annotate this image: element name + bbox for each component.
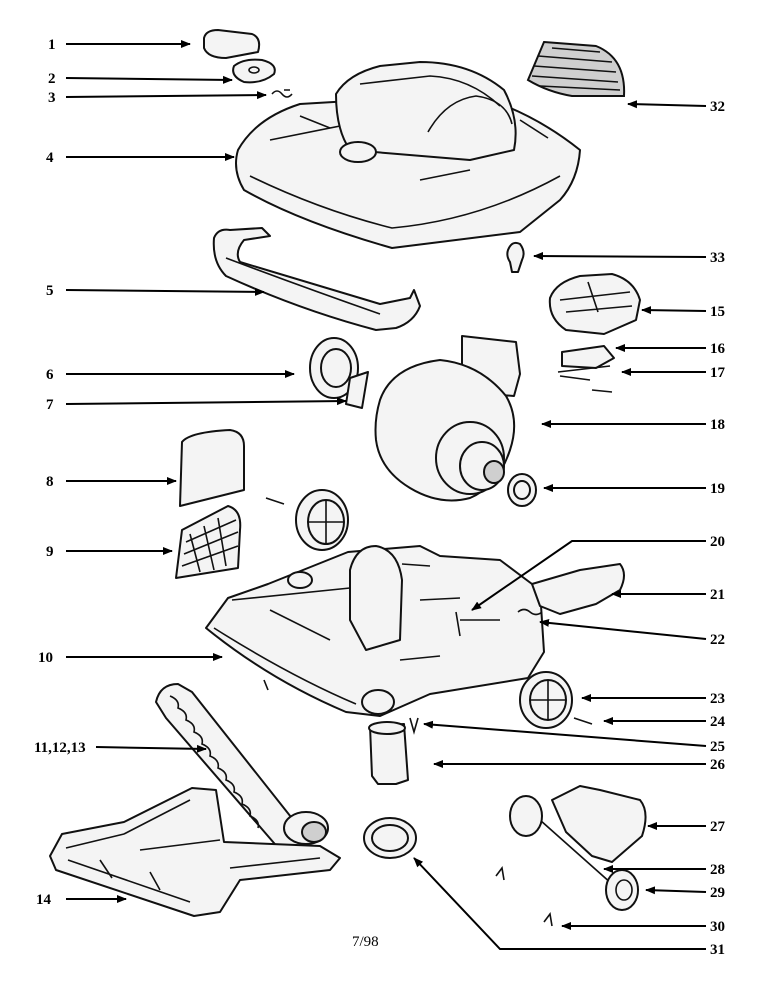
callout-4: 4 (46, 150, 54, 166)
callout-labels: 1 2 3 4 5 6 7 8 9 10 11,12,13 14 15 16 1… (34, 37, 726, 958)
part-10-base (205, 545, 545, 717)
part-27-28-29-axle (509, 785, 647, 911)
callout-29: 29 (710, 885, 725, 901)
footer-date: 7/98 (352, 934, 379, 950)
callout-31: 31 (710, 942, 725, 958)
callout-21: 21 (710, 587, 725, 603)
part-25-26-agitator-parts (368, 717, 419, 785)
part-2-disc (232, 58, 276, 84)
part-14-base-plate (49, 787, 341, 917)
callout-22: 22 (710, 632, 725, 648)
part-21-pedal (455, 563, 625, 637)
callout-28: 28 (710, 862, 725, 878)
callout-27: 27 (710, 819, 726, 835)
callout-20: 20 (710, 534, 725, 550)
part-33-bulb (506, 241, 525, 273)
part-pins (265, 497, 593, 725)
part-wheel-left (295, 489, 349, 551)
part-30-clip (495, 866, 553, 927)
part-8-filter-pad (179, 429, 245, 507)
part-16-17-bracket (557, 345, 615, 393)
callout-30: 30 (710, 919, 725, 935)
part-32-grille (526, 40, 626, 97)
callout-7: 7 (46, 397, 54, 413)
callout-6: 6 (46, 367, 54, 383)
callout-32: 32 (710, 99, 725, 115)
part-23-rear-wheel (519, 671, 573, 729)
callout-16: 16 (710, 341, 726, 357)
part-7-small-filter (345, 371, 369, 409)
part-4-top-housing (235, 61, 581, 249)
callout-3: 3 (48, 90, 56, 106)
part-6-filter-ring (309, 337, 359, 399)
callout-10: 10 (38, 650, 53, 666)
callout-26: 26 (710, 757, 726, 773)
callout-2: 2 (48, 71, 56, 87)
callout-8: 8 (46, 474, 54, 490)
part-18-motor (374, 335, 521, 502)
part-1-cover (203, 29, 261, 59)
part-15-light-housing (548, 273, 641, 335)
callout-17: 17 (710, 365, 726, 381)
callout-23: 23 (710, 691, 725, 707)
callout-25: 25 (710, 739, 725, 755)
callout-14: 14 (36, 892, 52, 908)
part-9-filter-screen (175, 505, 242, 579)
callout-19: 19 (710, 481, 725, 497)
callout-1: 1 (48, 37, 56, 53)
callout-24: 24 (710, 714, 726, 730)
part-5-bumper (212, 227, 421, 331)
callout-33: 33 (710, 250, 725, 266)
leader-lines (65, 40, 707, 950)
callout-18: 18 (710, 417, 725, 433)
part-3-clip (271, 89, 293, 98)
part-31-belt-ring (363, 817, 417, 859)
callout-15: 15 (710, 304, 725, 320)
callout-9: 9 (46, 544, 54, 560)
part-19-motor-ring (507, 473, 537, 507)
callout-11-12-13: 11,12,13 (34, 740, 86, 756)
callout-5: 5 (46, 283, 54, 299)
